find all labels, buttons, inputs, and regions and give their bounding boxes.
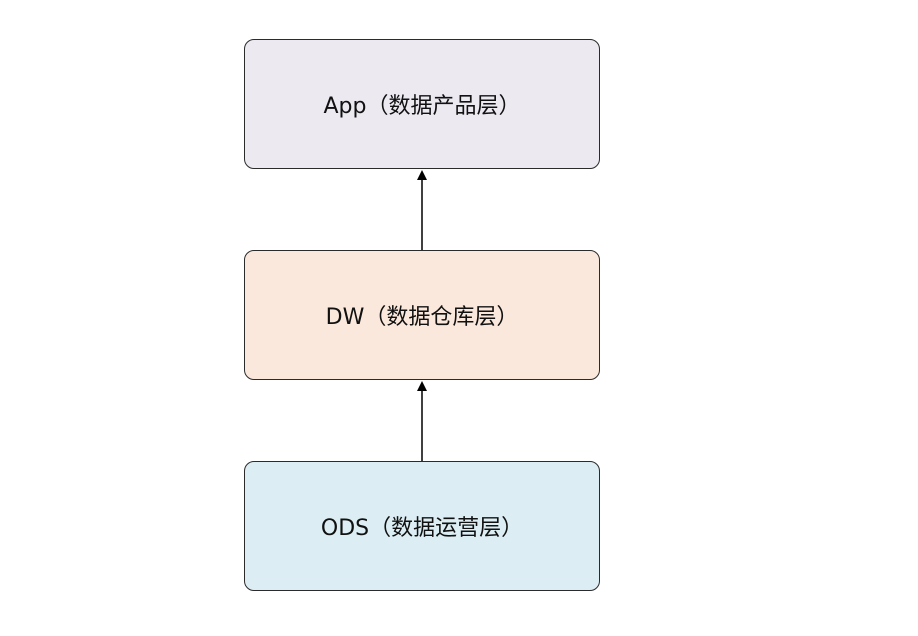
ods-layer-label: ODS（数据运营层）: [320, 516, 524, 541]
app-layer-label: App（数据产品层）: [323, 94, 521, 119]
dw-layer-box: DW（数据仓库层）: [244, 250, 600, 380]
dw-layer-label: DW（数据仓库层）: [325, 305, 519, 330]
app-layer-box: App（数据产品层）: [244, 39, 600, 169]
ods-layer-box: ODS（数据运营层）: [244, 461, 600, 591]
